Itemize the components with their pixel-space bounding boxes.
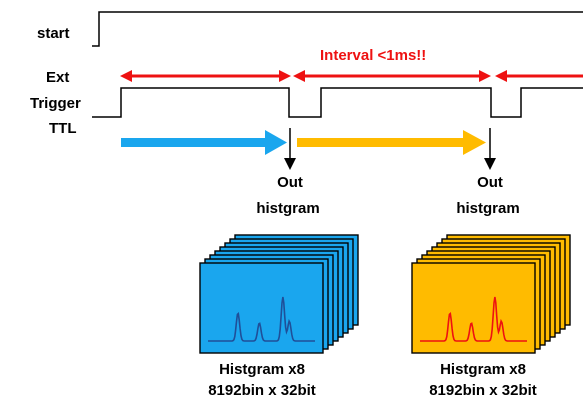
start-label: start	[37, 25, 70, 42]
out-label-1-line2: histgram	[256, 200, 319, 217]
interval-arrowhead-1-right	[279, 70, 291, 82]
interval-arrowhead-2-left	[293, 70, 305, 82]
histogram-frame-front	[411, 262, 536, 354]
start-signal-line	[92, 11, 583, 47]
ttl-signal-line	[92, 87, 583, 118]
blue-acquisition-arrow	[121, 130, 287, 155]
interval-label: Interval <1ms!!	[320, 47, 426, 64]
histogram-caption-1-line1: Histgram x8	[219, 361, 305, 378]
histogram-caption-2-line1: Histgram x8	[440, 361, 526, 378]
trigger-label-ext: Ext	[46, 69, 69, 86]
trigger-label-ttl: TTL	[49, 120, 77, 137]
interval-arrows	[120, 70, 583, 82]
histogram-stack-blue	[199, 234, 359, 354]
histogram-frame-front	[199, 262, 324, 354]
out-label-1-line1: Out	[277, 174, 303, 191]
out-label-2-line2: histgram	[456, 200, 519, 217]
interval-arrowhead-2-right	[479, 70, 491, 82]
histogram-caption-1-line2: 8192bin x 32bit	[208, 382, 316, 399]
yellow-acquisition-arrow	[297, 130, 486, 155]
interval-arrowhead-1-left	[120, 70, 132, 82]
interval-arrowhead-3-left	[495, 70, 507, 82]
out-label-2-line1: Out	[477, 174, 503, 191]
histogram-spectrum-line	[420, 296, 527, 342]
histogram-stack-yellow	[411, 234, 571, 354]
histogram-spectrum-line	[208, 296, 315, 342]
histogram-caption-2-line2: 8192bin x 32bit	[429, 382, 537, 399]
trigger-label-trigger: Trigger	[30, 95, 81, 112]
